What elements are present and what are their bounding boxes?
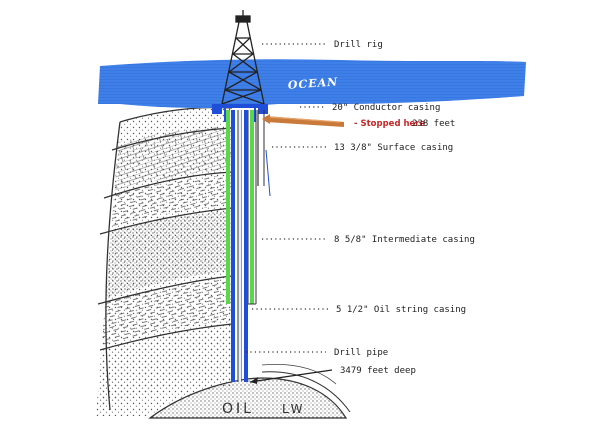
rock-strata [96,107,232,416]
label-stopped-depth: 238 feet [412,119,455,129]
ocean-label: OCEAN [287,75,338,91]
label-stopped-here: - Stopped here [354,119,425,129]
label-oil-string-casing: 5 1/2" Oil string casing [336,305,466,315]
stopped-here-arrow [262,114,344,127]
label-intermediate-casing: 8 5/8" Intermediate casing [334,235,475,245]
oil-reservoir: OIL LW [148,364,351,419]
label-drill-rig: Drill rig [334,40,383,50]
oil-label: OIL [222,401,254,417]
label-surface-casing: 13 3/8" Surface casing [334,143,453,153]
strata-boundaries [97,106,233,411]
oil-label-partial: LW [282,402,305,416]
label-drill-pipe: Drill pipe [334,348,388,358]
label-conductor-casing: 20" Conductor casing [332,103,440,113]
drill-rig-icon [221,10,265,105]
ocean: OCEAN [98,59,526,108]
labels: Drill rig 20" Conductor casing - Stopped… [246,40,475,384]
well-casings [226,110,271,382]
conductor-casing [212,104,268,122]
label-total-depth: 3479 feet deep [340,366,416,376]
